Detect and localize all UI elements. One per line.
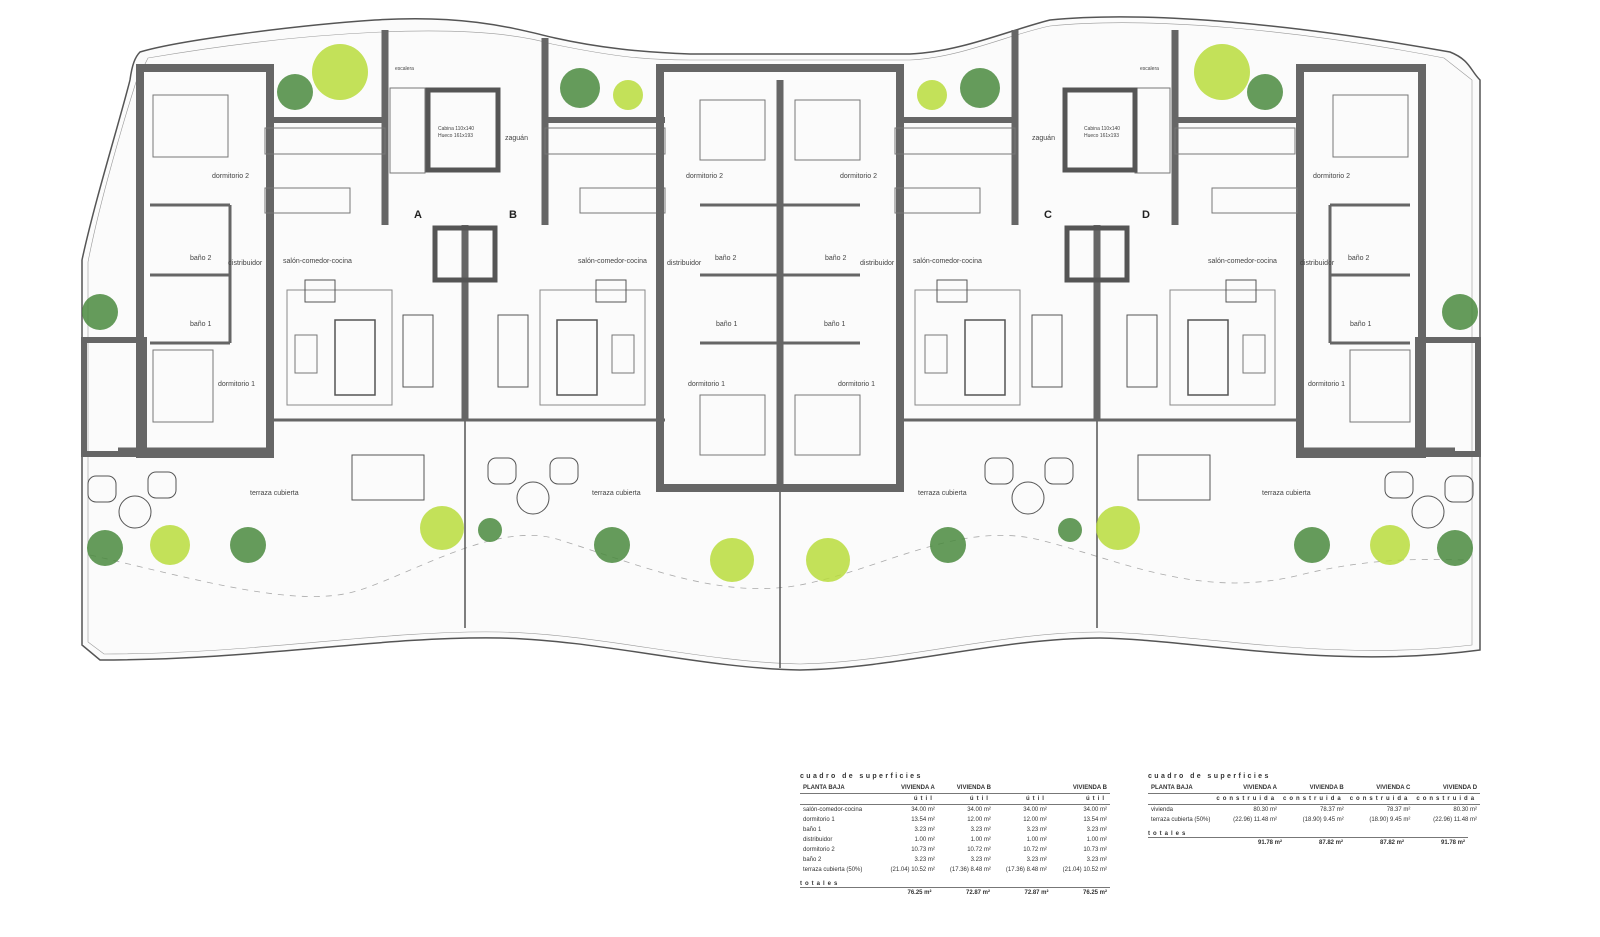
- room-label-bano-2: baño 2: [190, 255, 212, 262]
- table-subheader: útil: [937, 793, 994, 805]
- room-label-hueco: Hueco 161x193: [1084, 133, 1119, 139]
- table-header: VIVIENDA A: [877, 783, 938, 794]
- totals-label: totales: [1148, 831, 1189, 837]
- room-label-bano-1: baño 1: [190, 321, 212, 328]
- trees: [82, 44, 1478, 582]
- core-right: [1062, 87, 1171, 283]
- room-label-distribuidor: distribuidor: [860, 260, 895, 267]
- table-title: cuadro de superficies: [800, 773, 923, 780]
- unit-label-d: D: [1142, 209, 1150, 221]
- room-label-salon: salón-comedor-cocina: [578, 258, 647, 265]
- room-label-zaguan: zaguán: [505, 135, 528, 142]
- room-label-dormitorio-2: dormitorio 2: [212, 173, 249, 180]
- table-header: VIVIENDA B: [1049, 783, 1110, 794]
- table-subheader: construida: [1413, 793, 1481, 805]
- room-label-salon: salón-comedor-cocina: [913, 258, 982, 265]
- room-label-bano-1: baño 1: [1350, 321, 1372, 328]
- room-label-cabina: Cabina 110x140: [1084, 126, 1120, 132]
- table-row: terraza cubierta (50%)(22.96) 11.48 m²(1…: [1151, 817, 1478, 823]
- garden-curve: [89, 534, 1471, 597]
- unit-c: [894, 30, 1101, 422]
- table-header: VIVIENDA B: [937, 783, 994, 794]
- unit-d: [1097, 30, 1481, 501]
- room-label-hueco: Hueco 161x193: [438, 133, 473, 139]
- totals-row: 91.78 m² 87.82 m² 87.82 m² 91.78 m²: [1148, 837, 1468, 848]
- room-label-dormitorio-2: dormitorio 2: [686, 173, 723, 180]
- table-subheader: útil: [877, 793, 938, 805]
- room-label-dormitorio-1: dormitorio 1: [218, 381, 255, 388]
- table-header: PLANTA BAJA: [800, 783, 878, 794]
- table-subheader: [1148, 793, 1214, 805]
- room-label-distribuidor: distribuidor: [1300, 260, 1335, 267]
- room-label-bano-2: baño 2: [1348, 255, 1370, 262]
- table-subheader: útil: [993, 793, 1050, 805]
- slab-outline-inner: [87, 22, 1473, 665]
- room-label-bano-1: baño 1: [824, 321, 846, 328]
- table-row: terraza cubierta (50%)(21.04) 10.52 m²(1…: [803, 867, 1107, 873]
- room-label-cabina: Cabina 110x140: [438, 126, 474, 132]
- room-label-terraza: terraza cubierta: [918, 490, 967, 497]
- table-header: VIVIENDA C: [1346, 783, 1414, 794]
- core-left: [389, 87, 501, 283]
- surface-table-construida: cuadro de superficies PLANTA BAJA VIVIEN…: [1148, 773, 1481, 848]
- room-label-salon: salón-comedor-cocina: [1208, 258, 1277, 265]
- table-subheader: [800, 793, 878, 805]
- room-label-distribuidor: distribuidor: [228, 260, 263, 267]
- unit-label-c: C: [1044, 209, 1052, 221]
- totals-row: 76.25 m² 72.87 m² 72.87 m² 76.25 m²: [800, 887, 1110, 898]
- room-label-dormitorio-1: dormitorio 1: [838, 381, 875, 388]
- table-header: VIVIENDA B: [1280, 783, 1347, 794]
- room-label-bano-2: baño 2: [825, 255, 847, 262]
- room-label-dormitorio-1: dormitorio 1: [688, 381, 725, 388]
- room-label-bano-2: baño 2: [715, 255, 737, 262]
- room-label-dormitorio-2: dormitorio 2: [1313, 173, 1350, 180]
- table-subheader: construida: [1213, 793, 1281, 805]
- surface-table-util: cuadro de superficies PLANTA BAJA VIVIEN…: [800, 773, 1110, 898]
- room-label-terraza: terraza cubierta: [250, 490, 299, 497]
- room-label-salon: salón-comedor-cocina: [283, 258, 352, 265]
- room-label-dormitorio-1: dormitorio 1: [1308, 381, 1345, 388]
- table-header: PLANTA BAJA: [1148, 783, 1214, 794]
- unit-a: [81, 30, 469, 501]
- table-header: VIVIENDA A: [1213, 783, 1281, 794]
- room-label-terraza: terraza cubierta: [1262, 490, 1311, 497]
- room-label-bano-1: baño 1: [716, 321, 738, 328]
- unit-label-a: A: [414, 209, 422, 221]
- room-label-escalera: escalera: [1140, 66, 1159, 72]
- table-subheader: construida: [1280, 793, 1347, 805]
- terrace-furniture: [87, 457, 1474, 529]
- unit-label-b: B: [509, 209, 517, 221]
- room-label-zaguan: zaguán: [1032, 135, 1055, 142]
- table-header: [993, 783, 1050, 794]
- table-header: VIVIENDA D: [1413, 783, 1481, 794]
- totals-label: totales: [800, 881, 841, 887]
- table-subheader: construida: [1346, 793, 1414, 805]
- table-title: cuadro de superficies: [1148, 773, 1271, 780]
- room-label-dormitorio-2: dormitorio 2: [840, 173, 877, 180]
- room-label-distribuidor: distribuidor: [667, 260, 702, 267]
- table-subheader: útil: [1049, 793, 1110, 805]
- room-label-escalera: escalera: [395, 66, 414, 72]
- room-label-terraza: terraza cubierta: [592, 490, 641, 497]
- central-block: [656, 64, 904, 492]
